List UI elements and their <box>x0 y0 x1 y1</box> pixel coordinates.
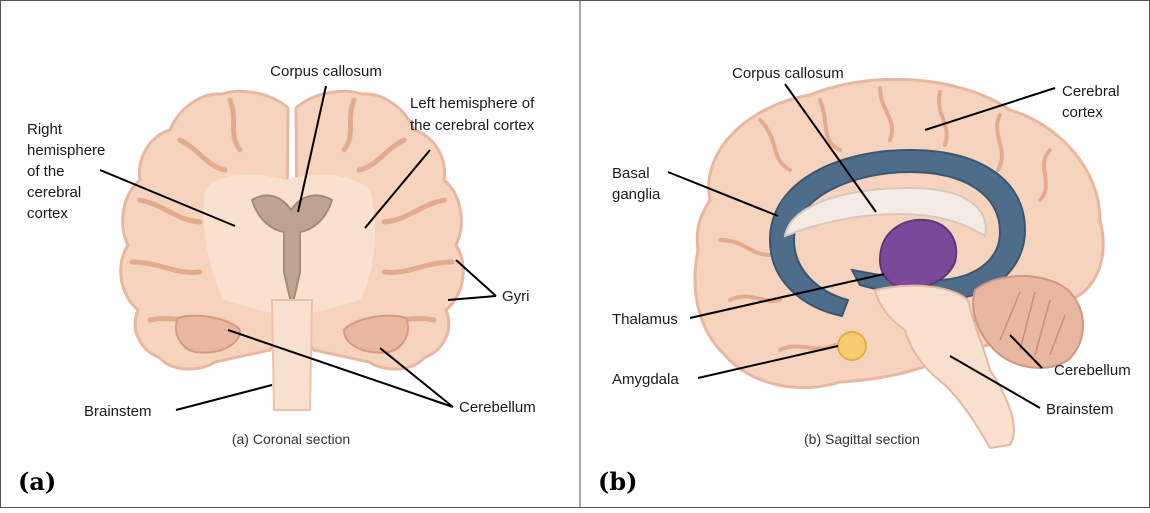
label-brainstem: Brainstem <box>84 403 152 420</box>
label-brainstem-b: Brainstem <box>1046 401 1114 418</box>
label-left-hemisphere-line2: the cerebral cortex <box>410 117 535 134</box>
label-basal-ganglia-line1: Basal <box>612 165 650 182</box>
label-right-hemisphere-line4: cerebral <box>27 184 81 201</box>
label-right-hemisphere-line1: Right <box>27 121 63 138</box>
label-thalamus: Thalamus <box>612 311 678 328</box>
sagittal-diagram: Corpus callosum Cerebral cortex Basal ga… <box>580 0 1150 508</box>
label-cerebral-cortex-line1: Cerebral <box>1062 83 1120 100</box>
label-corpus-callosum-b: Corpus callosum <box>732 65 844 82</box>
coronal-diagram: Corpus callosum Left hemisphere of the c… <box>0 0 580 508</box>
label-amygdala: Amygdala <box>612 371 679 388</box>
label-basal-ganglia-line2: ganglia <box>612 186 661 203</box>
panel-letter-a: (a) <box>18 467 56 496</box>
label-gyri: Gyri <box>502 288 530 305</box>
caption-sagittal: (b) Sagittal section <box>804 431 920 447</box>
label-corpus-callosum: Corpus callosum <box>270 63 382 80</box>
panel-letter-b: (b) <box>598 467 638 496</box>
panel-coronal-section: Corpus callosum Left hemisphere of the c… <box>0 0 580 508</box>
label-cerebellum-b: Cerebellum <box>1054 362 1131 379</box>
brainstem-shape <box>272 300 312 410</box>
panel-sagittal-section: Corpus callosum Cerebral cortex Basal ga… <box>580 0 1150 508</box>
sagittal-brain <box>695 79 1103 448</box>
coronal-brain <box>121 91 464 410</box>
label-right-hemisphere-line2: hemisphere <box>27 142 105 159</box>
amygdala-shape <box>838 332 866 360</box>
label-right-hemisphere-line5: cortex <box>27 205 68 222</box>
label-right-hemisphere-line3: of the <box>27 163 65 180</box>
caption-coronal: (a) Coronal section <box>232 431 350 447</box>
label-cerebellum: Cerebellum <box>459 399 536 416</box>
label-left-hemisphere-line1: Left hemisphere of <box>410 95 535 112</box>
label-cerebral-cortex-line2: cortex <box>1062 104 1103 121</box>
